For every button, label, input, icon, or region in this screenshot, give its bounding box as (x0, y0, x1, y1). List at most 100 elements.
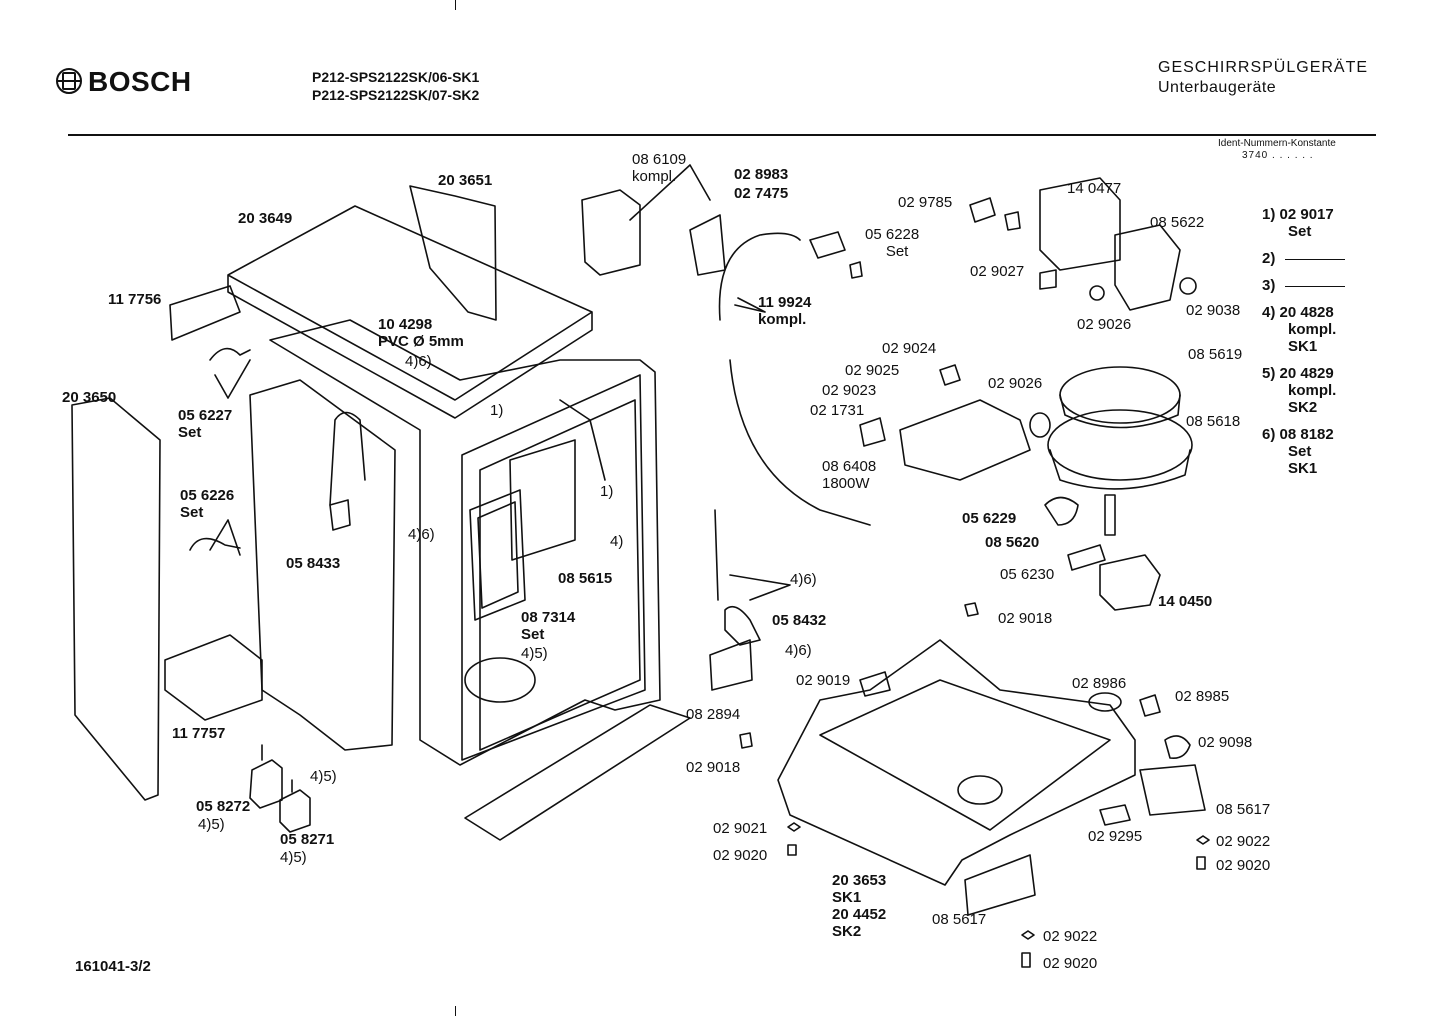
header-divider (68, 134, 1376, 136)
brand-name: BOSCH (88, 66, 192, 97)
part-label: 02 9026 (1077, 316, 1132, 333)
screw-029020a (1196, 856, 1206, 870)
part-029295 (1099, 804, 1131, 826)
plug-056228 (809, 231, 863, 279)
part-label: 02 9026 (988, 375, 1043, 392)
screw-029020c (1021, 952, 1031, 968)
ident-title: Ident-Nummern-Konstante (1218, 138, 1336, 149)
model-numbers: P212-SPS2122SK/06-SK1 P212-SPS2122SK/07-… (312, 68, 479, 104)
part-label: 02 9024 (882, 340, 937, 357)
leader-1b (559, 399, 606, 481)
part-label: 08 7314 Set (521, 609, 576, 643)
valve-056230 (1067, 544, 1106, 571)
cabinet-body (269, 319, 661, 766)
part-label: 08 5619 (1188, 346, 1243, 363)
model-number: P212-SPS2122SK/06-SK1 (312, 69, 480, 85)
base-frame-203653 (777, 639, 1136, 886)
part-label: 11 7757 (172, 725, 226, 742)
part-label: 08 2894 (686, 706, 741, 723)
part-label: 02 9020 (1043, 955, 1098, 972)
part-label: 4)5) (198, 816, 225, 833)
ident-value: 3740 . . . . . . (1242, 150, 1314, 161)
bracket-117756 (169, 285, 241, 341)
leader-056227 (214, 359, 251, 399)
part-label: 02 8985 (1175, 688, 1230, 705)
seal-029026 (1089, 285, 1105, 301)
hose-056227 (209, 347, 251, 361)
part-label: 4)6) (790, 571, 817, 588)
part-label: 05 8271 (280, 831, 335, 848)
hose-056226 (189, 537, 241, 551)
leader-086109 (629, 164, 711, 221)
pump-housing-085622 (1114, 224, 1181, 311)
pump-motor-140477 (1039, 177, 1121, 271)
base-cup (957, 775, 1003, 805)
part-label: 4)5) (521, 645, 548, 662)
subcategory: Unterbaugeräte (1158, 79, 1277, 96)
top-lid (227, 205, 593, 419)
part-label: 02 9785 (898, 194, 953, 211)
part-label: 05 8432 (772, 612, 827, 629)
valve-body-027475 (689, 214, 726, 276)
foot-rail-085617a (1139, 764, 1206, 816)
foot-rail-085617 (964, 854, 1036, 916)
model-number: P212-SPS2122SK/07-SK2 (312, 87, 480, 103)
part-label: 08 6408 1800W (822, 458, 877, 492)
part-label: 1) (600, 483, 614, 500)
part-label: 02 9098 (1198, 734, 1253, 751)
hose-119924 (718, 232, 801, 321)
part-label: 20 3650 (62, 389, 117, 406)
side-door-panel (249, 379, 396, 751)
part-label: 20 3653 SK1 20 4452 SK2 (832, 872, 887, 940)
part-label: 4)6) (405, 353, 432, 370)
float-028986 (1088, 692, 1122, 712)
heater-086408 (899, 399, 1031, 481)
part-label: 20 3651 (438, 172, 493, 189)
seal-frame (469, 489, 526, 621)
filter-ring-085619 (1059, 366, 1181, 424)
inlet-valve-086109 (581, 189, 641, 276)
pipe-085620 (1104, 494, 1116, 536)
part-label: 08 5615 (558, 570, 613, 587)
part-label: 02 9020 (713, 847, 768, 864)
sump-wall (1049, 449, 1191, 490)
part-label: 20 3649 (238, 210, 293, 227)
crop-mark-top (455, 0, 456, 10)
document-number: 161041-3/2 (75, 958, 151, 975)
screw-029020b (787, 844, 797, 856)
part-label: 05 6229 (962, 510, 1017, 527)
part-label: 05 8272 (196, 798, 251, 815)
side-panel-203651 (409, 185, 497, 321)
left-panel-203650 (71, 397, 161, 801)
pressure-switch-058432 (714, 509, 761, 646)
part-label: 02 9027 (970, 263, 1025, 280)
part-029018a (964, 602, 979, 617)
part-label: 1) (490, 402, 504, 419)
part-label: 05 6226 Set (180, 487, 235, 521)
category: GESCHIRRSPÜLGERÄTE (1158, 59, 1369, 76)
sensor-029785 (969, 197, 1021, 231)
nut-029021 (787, 822, 801, 832)
cap-029027 (1039, 269, 1057, 290)
seal-029026b (1029, 412, 1051, 438)
part-label: 05 6230 (1000, 566, 1055, 583)
cable-104298 (329, 411, 366, 506)
part-label: 02 9022 (1043, 928, 1098, 945)
part-label: 02 9022 (1216, 833, 1271, 850)
part-label: 02 9018 (998, 610, 1053, 627)
part-label: 11 7756 (108, 291, 162, 308)
part-label: 08 5618 (1186, 413, 1241, 430)
part-label: 05 6227 Set (178, 407, 233, 441)
sensor-058433 (329, 499, 351, 531)
nut-029022a (1196, 835, 1210, 845)
base-tray (819, 679, 1111, 831)
part-029098 (1164, 735, 1191, 760)
part-label: 02 9025 (845, 362, 900, 379)
tub-inner (479, 399, 641, 751)
legend-row: 3) (1262, 277, 1346, 294)
part-label: 02 9023 (822, 382, 877, 399)
part-label: 02 1731 (810, 402, 865, 419)
